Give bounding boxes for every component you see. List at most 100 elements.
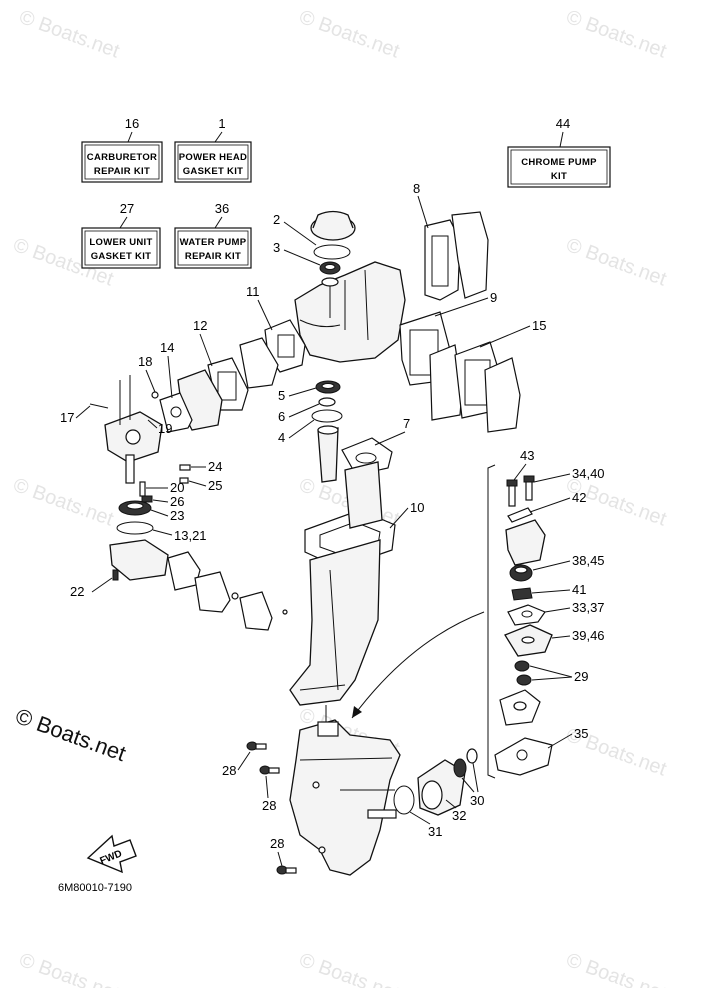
jet-25[interactable]: [179, 477, 189, 484]
kit-line2: KIT: [551, 171, 567, 182]
fwd-arrow: FWD: [86, 834, 137, 874]
lower-unit: [289, 719, 401, 876]
watermark: © Boats.net: [296, 949, 402, 988]
callout-24[interactable]: 24: [208, 459, 222, 474]
kit-box-water-pump[interactable]: 36 WATER PUMP REPAIR KIT: [174, 201, 252, 269]
callout-9[interactable]: 9: [490, 290, 497, 305]
reed-plate: [239, 337, 279, 389]
seal-30[interactable]: [453, 748, 478, 778]
callout-8[interactable]: 8: [413, 181, 420, 196]
float-valve-26[interactable]: [141, 495, 153, 503]
callout-22[interactable]: 22: [70, 584, 84, 599]
callout-28-a[interactable]: 28: [222, 763, 236, 778]
drive-shaft-housing: [289, 539, 381, 706]
bolt-43[interactable]: [506, 479, 518, 507]
impeller-41[interactable]: [511, 587, 533, 601]
watermark: © Boats.net: [563, 6, 669, 63]
callout-label: 44: [556, 116, 570, 131]
watermark: © Boats.net: [16, 6, 122, 63]
float-23[interactable]: [118, 500, 152, 516]
screw-28-c[interactable]: [276, 865, 297, 875]
gasket-8[interactable]: [424, 219, 461, 301]
callout-17[interactable]: 17: [60, 410, 74, 425]
gasket-35[interactable]: [494, 737, 553, 776]
callout-10[interactable]: 10: [410, 500, 424, 515]
watermark-main: © Boats.net: [12, 703, 129, 766]
o-ring-31[interactable]: [393, 785, 415, 815]
callout-23[interactable]: 23: [170, 508, 184, 523]
gasket-7[interactable]: [341, 437, 393, 476]
callout-34-40[interactable]: 34,40: [572, 466, 605, 481]
callout-14[interactable]: 14: [160, 340, 174, 355]
kit-box-lower-unit[interactable]: 27 LOWER UNIT GASKET KIT: [81, 201, 161, 269]
jet-24[interactable]: [179, 464, 191, 471]
diagram-code: 6M80010-7190: [58, 882, 132, 894]
tube-42[interactable]: [507, 507, 533, 523]
seal-3[interactable]: [319, 261, 341, 275]
callout-35[interactable]: 35: [574, 726, 588, 741]
needle-20[interactable]: [139, 481, 146, 497]
seal-29-a[interactable]: [514, 660, 530, 672]
callout-label: 27: [120, 201, 134, 216]
callout-41[interactable]: 41: [572, 582, 586, 597]
carburetor: [104, 375, 163, 484]
callout-11[interactable]: 11: [246, 284, 260, 299]
screw-28-b[interactable]: [259, 765, 280, 775]
gasket-13-21[interactable]: [116, 521, 154, 535]
kit-box-power-head[interactable]: 1 POWER HEAD GASKET KIT: [174, 116, 252, 183]
callout-42[interactable]: 42: [572, 490, 586, 505]
callout-19[interactable]: 19: [158, 421, 172, 436]
screw-17[interactable]: [89, 403, 109, 409]
water-pump-bracket: [487, 464, 496, 779]
callout-25[interactable]: 25: [208, 478, 222, 493]
callout-30[interactable]: 30: [470, 793, 484, 808]
pump-housing: [505, 519, 546, 566]
drive-shaft-tube: [317, 425, 339, 483]
seal-5[interactable]: [315, 380, 341, 394]
callout-28-b[interactable]: 28: [262, 798, 276, 813]
callout-39-46[interactable]: 39,46: [572, 628, 605, 643]
kit-line2: REPAIR KIT: [94, 166, 150, 177]
o-ring-2[interactable]: [313, 244, 351, 260]
o-ring-4[interactable]: [311, 409, 343, 423]
seal-29-b[interactable]: [516, 674, 532, 686]
callout-33-37[interactable]: 33,37: [572, 600, 605, 615]
callout-5[interactable]: 5: [278, 388, 285, 403]
callout-28-c[interactable]: 28: [270, 836, 284, 851]
callout-31[interactable]: 31: [428, 824, 442, 839]
callout-2[interactable]: 2: [273, 212, 280, 227]
prop-shaft-housing-32[interactable]: [417, 759, 466, 816]
callout-label: 36: [215, 201, 229, 216]
float-bowl: [109, 539, 169, 581]
callout-label: 1: [218, 116, 225, 131]
callout-26[interactable]: 26: [170, 494, 184, 509]
kit-box-carburetor[interactable]: 16 CARBURETOR REPAIR KIT: [81, 116, 163, 183]
insert-38-45[interactable]: [509, 564, 533, 582]
gasket-14[interactable]: [159, 392, 193, 433]
kit-box-chrome-pump[interactable]: 44 CHROME PUMP KIT: [507, 116, 611, 188]
gasket-33-37[interactable]: [507, 604, 546, 626]
bearing-6[interactable]: [318, 397, 336, 407]
bolt-34-40[interactable]: [523, 475, 535, 501]
callout-12[interactable]: 12: [193, 318, 207, 333]
callout-29[interactable]: 29: [574, 669, 588, 684]
callout-32[interactable]: 32: [452, 808, 466, 823]
callout-13-21[interactable]: 13,21: [174, 528, 207, 543]
screw-28-a[interactable]: [246, 741, 267, 751]
callout-15[interactable]: 15: [532, 318, 546, 333]
watermark: © Boats.net: [10, 474, 116, 531]
callout-20[interactable]: 20: [170, 480, 184, 495]
callout-3[interactable]: 3: [273, 240, 280, 255]
callout-6[interactable]: 6: [278, 409, 285, 424]
callouts: 2 3 8 9 11 15 12 14 18 17 19 5 6 4 7 24 …: [60, 181, 605, 867]
screw-22[interactable]: [112, 569, 119, 581]
callout-7[interactable]: 7: [403, 416, 410, 431]
callout-4[interactable]: 4: [278, 430, 285, 445]
callout-38-45[interactable]: 38,45: [572, 553, 605, 568]
watermark: © Boats.net: [296, 6, 402, 63]
cylinder-head-cover: [310, 210, 356, 241]
plate-39-46[interactable]: [504, 624, 553, 657]
callout-18[interactable]: 18: [138, 354, 152, 369]
callout-43[interactable]: 43: [520, 448, 534, 463]
